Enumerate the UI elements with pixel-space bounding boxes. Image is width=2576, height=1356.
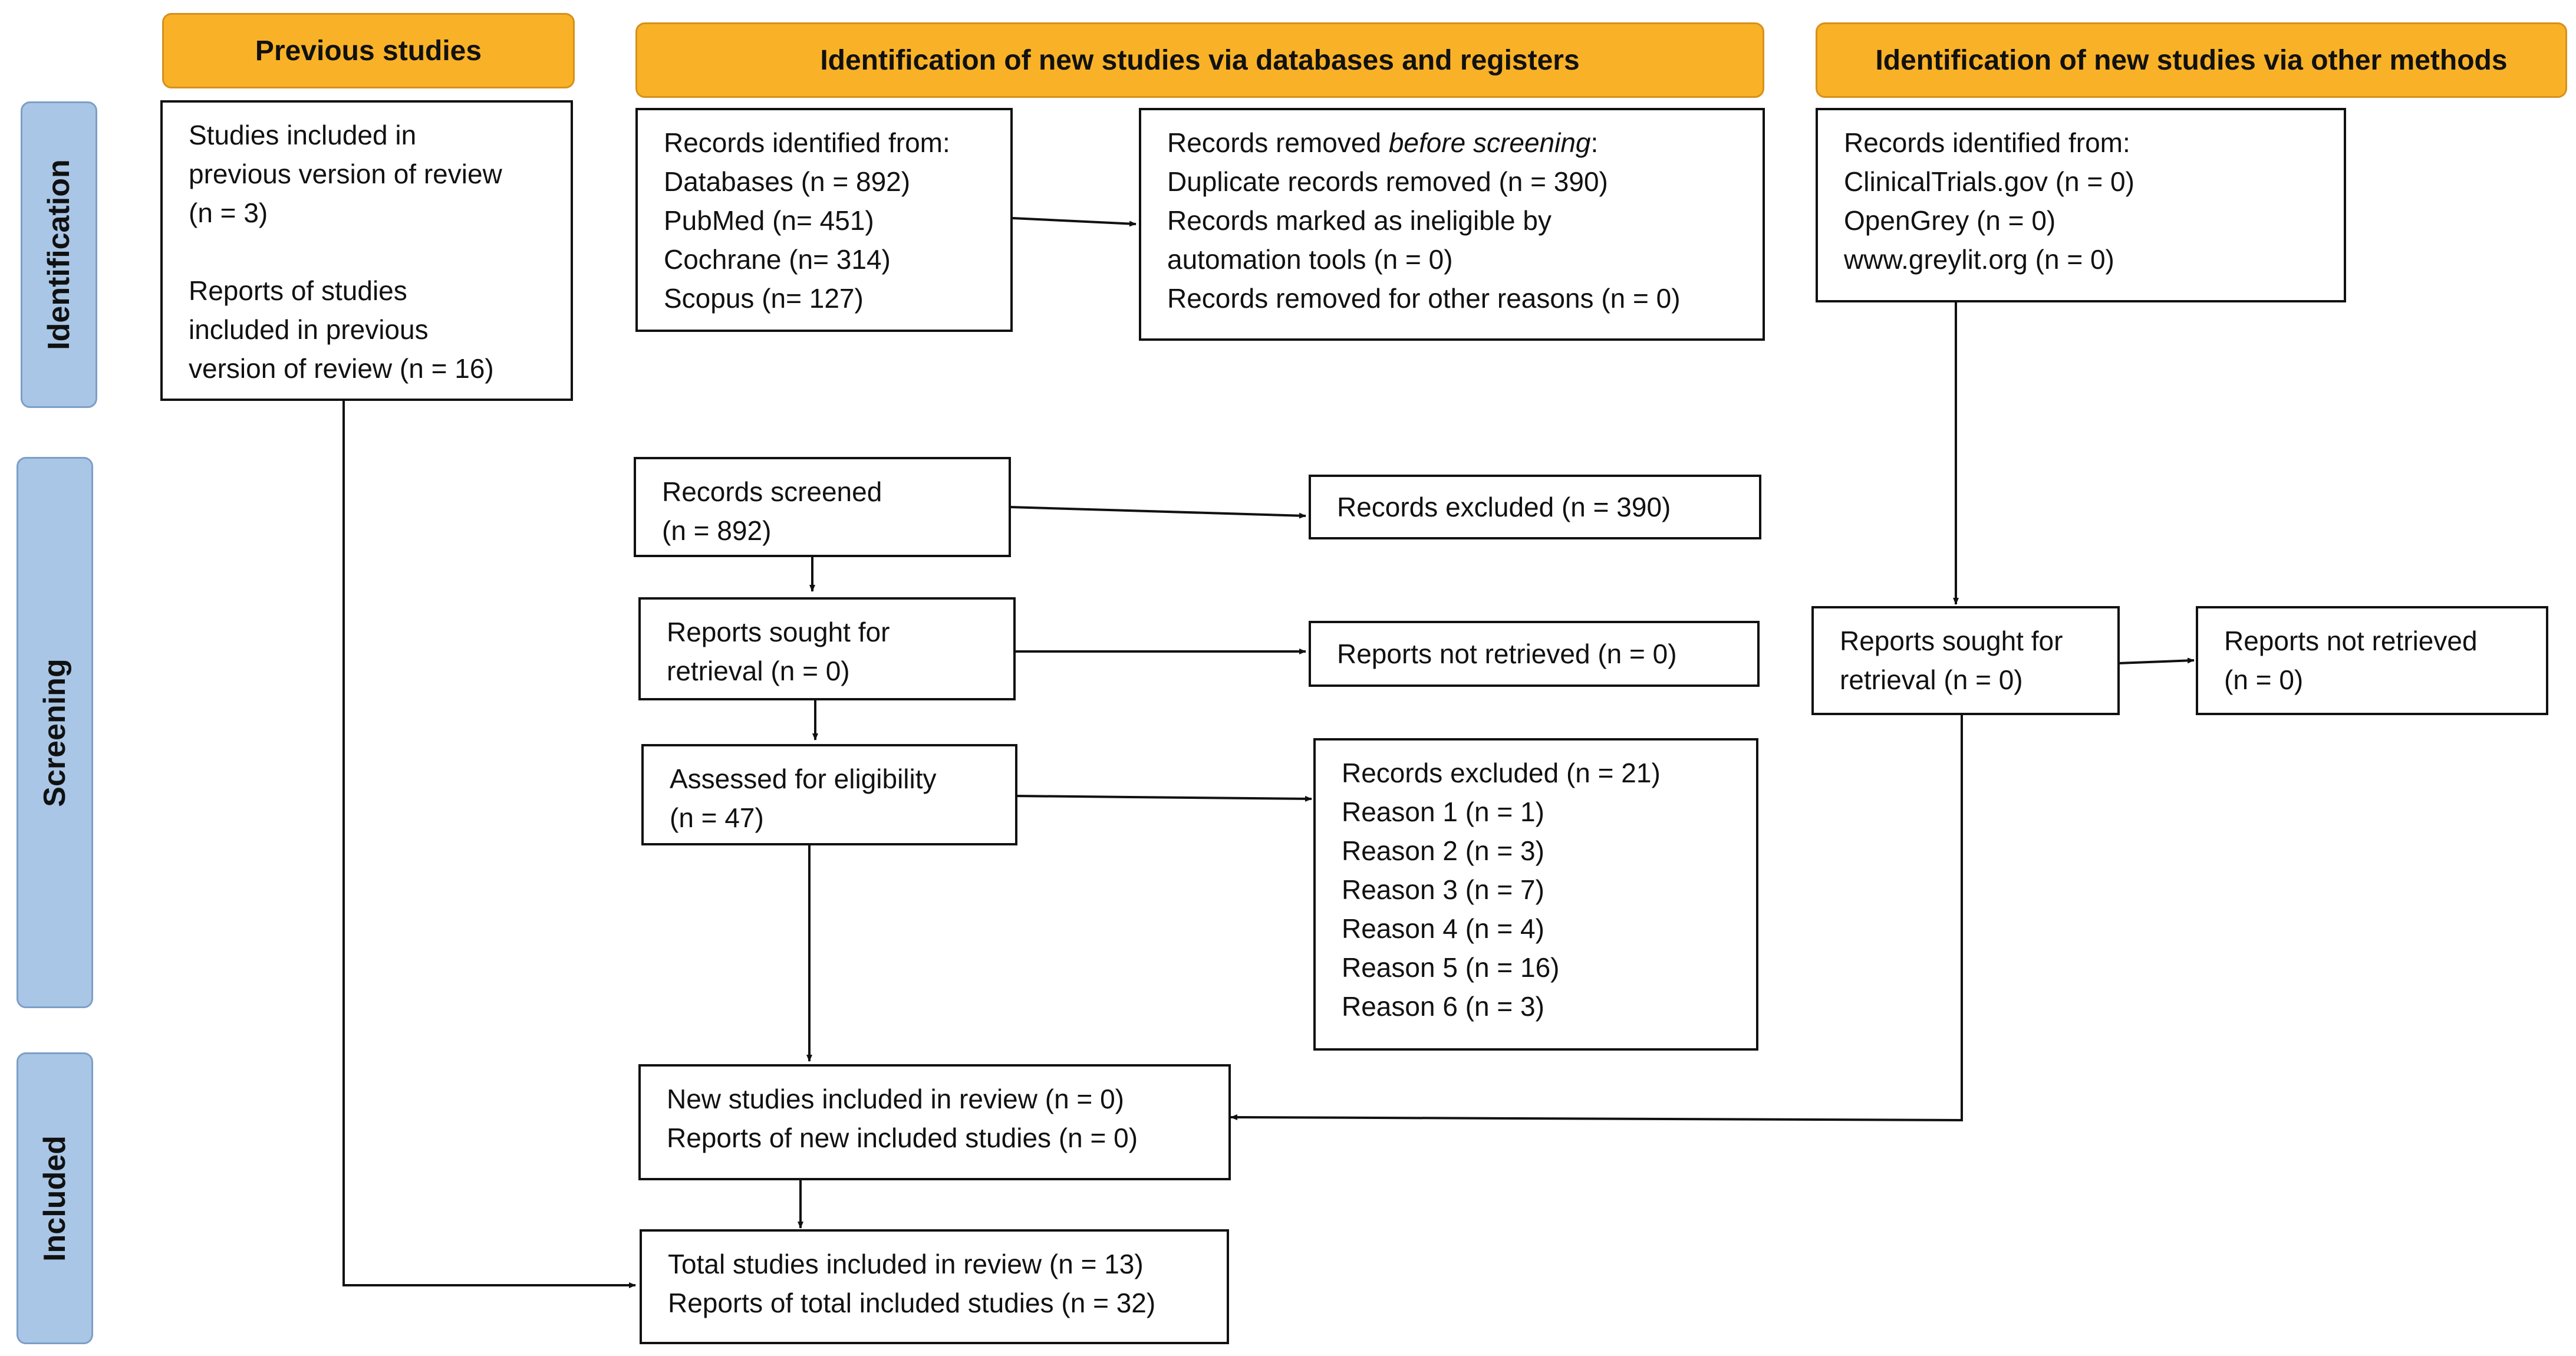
- box-records-screened: Records screened (n = 892): [634, 457, 1011, 557]
- text-emphasis: before screening: [1388, 127, 1591, 158]
- box-other-not-retrieved: Reports not retrieved (n = 0): [2196, 606, 2548, 715]
- text-line: automation tools (n = 0): [1167, 244, 1453, 275]
- text-line: Total studies included in review (n = 13…: [668, 1249, 1144, 1279]
- text-line: Records identified from:: [1844, 127, 2130, 158]
- box-records-excluded: Records excluded (n = 390): [1309, 475, 1761, 539]
- text-line: Reports of total included studies (n = 3…: [668, 1288, 1156, 1318]
- text-line: Duplicate records removed (n = 390): [1167, 166, 1608, 197]
- text-line: Reason 1 (n = 1): [1342, 797, 1544, 827]
- text-line: Reports of new included studies (n = 0): [667, 1123, 1138, 1153]
- arrow-other-sought-to-new-included: [1230, 713, 1963, 1122]
- stage-identification: Identification: [21, 101, 97, 408]
- text-line: Reports of studies: [189, 275, 407, 306]
- text-line: (n = 0): [2224, 664, 2304, 695]
- text-line: Reports sought for: [667, 617, 890, 647]
- text-line: (n = 47): [670, 802, 764, 833]
- arrow-identified-to-removed: [1012, 217, 1137, 227]
- text-line: Records excluded (n = 21): [1342, 758, 1661, 788]
- text-line: Records removed before screening:: [1167, 123, 1741, 162]
- box-other-identified: Records identified from: ClinicalTrials.…: [1816, 108, 2346, 302]
- box-excluded-reasons: Records excluded (n = 21) Reason 1 (n = …: [1313, 738, 1758, 1051]
- text-line: Records marked as ineligible by: [1167, 205, 1551, 236]
- arrow-screened-to-excluded: [1009, 506, 1306, 519]
- stage-included: Included: [17, 1052, 93, 1344]
- arrow-previous-to-total: [342, 398, 636, 1288]
- text-line: Records identified from:: [664, 127, 950, 158]
- box-records-identified: Records identified from: Databases (n = …: [635, 108, 1013, 332]
- text-line: Scopus (n= 127): [664, 283, 864, 314]
- text-fragment: :: [1590, 127, 1599, 158]
- header-databases-registers: Identification of new studies via databa…: [635, 22, 1764, 98]
- arrow-other-sought-to-not-retrieved: [2117, 657, 2195, 664]
- text-line: ClinicalTrials.gov (n = 0): [1844, 166, 2134, 197]
- box-records-removed: Records removed before screening: Duplic…: [1139, 108, 1765, 341]
- text-line: retrieval (n = 0): [1840, 664, 2023, 695]
- text-line: Reports sought for: [1840, 626, 2063, 656]
- text-line: Records excluded (n = 390): [1337, 492, 1671, 522]
- box-total-included: Total studies included in review (n = 13…: [640, 1229, 1229, 1344]
- box-reports-sought: Reports sought for retrieval (n = 0): [638, 597, 1016, 700]
- box-assessed-eligibility: Assessed for eligibility (n = 47): [641, 744, 1017, 845]
- text-line: www.greylit.org (n = 0): [1844, 244, 2114, 275]
- box-reports-not-retrieved: Reports not retrieved (n = 0): [1309, 621, 1760, 687]
- text-line: version of review (n = 16): [189, 353, 494, 384]
- text-line: Reason 6 (n = 3): [1342, 991, 1544, 1022]
- header-other-methods: Identification of new studies via other …: [1816, 22, 2567, 98]
- text-line: included in previous: [189, 314, 429, 345]
- text-line: Records screened: [662, 476, 882, 507]
- text-line: Reason 2 (n = 3): [1342, 835, 1544, 866]
- box-previous-studies: Studies included in previous version of …: [160, 100, 573, 401]
- text-line: (n = 892): [662, 515, 772, 546]
- stage-screening: Screening: [17, 457, 93, 1008]
- arrow-assessed-to-excluded: [1014, 795, 1312, 802]
- text-line: Studies included in: [189, 120, 417, 150]
- text-line: Reports not retrieved: [2224, 626, 2478, 656]
- text-line: Assessed for eligibility: [670, 763, 937, 794]
- text-fragment: Records removed: [1167, 127, 1389, 158]
- text-line: PubMed (n= 451): [664, 205, 874, 236]
- text-line: previous version of review: [189, 159, 502, 189]
- text-line: Databases (n = 892): [664, 166, 911, 197]
- text-line: Reports not retrieved (n = 0): [1337, 638, 1677, 669]
- text-line: Reason 5 (n = 16): [1342, 952, 1560, 983]
- header-previous-studies: Previous studies: [162, 13, 575, 88]
- text-line: (n = 3): [189, 198, 268, 228]
- text-line: OpenGrey (n = 0): [1844, 205, 2056, 236]
- box-new-studies-included: New studies included in review (n = 0) R…: [638, 1064, 1231, 1180]
- text-line: New studies included in review (n = 0): [667, 1084, 1124, 1114]
- text-line: Cochrane (n= 314): [664, 244, 891, 275]
- box-other-reports-sought: Reports sought for retrieval (n = 0): [1811, 606, 2120, 715]
- text-line: retrieval (n = 0): [667, 656, 850, 686]
- text-line: Reason 3 (n = 7): [1342, 874, 1544, 905]
- text-line: Records removed for other reasons (n = 0…: [1167, 283, 1681, 314]
- text-line: Reason 4 (n = 4): [1342, 913, 1544, 944]
